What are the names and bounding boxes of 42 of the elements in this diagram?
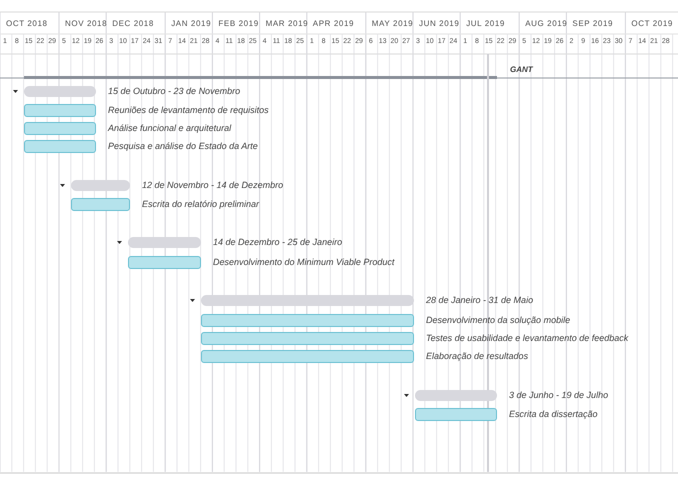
task-label: Testes de usabilidade e levantamento de feedback	[426, 333, 628, 343]
month-label: SEP 2019	[572, 19, 614, 28]
task-label: Escrita do relatório preliminar	[142, 199, 260, 209]
task-bar	[201, 314, 414, 327]
month-label: APR 2019	[312, 19, 354, 28]
month-label: OCT 2018	[6, 19, 48, 28]
month-label: DEC 2018	[112, 19, 154, 28]
date-range-label: 15 de Outubro - 23 de Novembro	[108, 86, 240, 96]
task-bar	[24, 122, 96, 135]
date-range-label: 14 de Dezembro - 25 de Janeiro	[213, 237, 342, 247]
month-label: FEB 2019	[218, 19, 259, 28]
task-bar	[128, 256, 201, 269]
summary-bar	[71, 180, 130, 191]
task-label: Escrita da dissertação	[509, 409, 598, 419]
task-label: Desenvolvimento do Minimum Viable Product	[213, 257, 394, 267]
task-label: Reuniões de levantamento de requisitos	[108, 105, 269, 115]
month-label: JAN 2019	[171, 19, 212, 28]
month-label: OCT 2019	[631, 19, 673, 28]
date-range-label: 28 de Janeiro - 31 de Maio	[426, 295, 534, 305]
month-label: MAY 2019	[372, 19, 414, 28]
summary-bar	[201, 295, 414, 306]
date-range-label: 3 de Junho - 19 de Julho	[509, 390, 608, 400]
task-bar	[415, 408, 497, 421]
task-bar	[24, 140, 96, 153]
summary-bar	[24, 86, 96, 97]
summary-bar	[415, 390, 497, 401]
task-bar	[201, 332, 414, 345]
chart-name: GANT	[510, 65, 533, 74]
task-label: Desenvolvimento da solução mobile	[426, 315, 570, 325]
month-label: MAR 2019	[266, 19, 308, 28]
task-bar	[24, 104, 96, 117]
month-label: JUL 2019	[466, 19, 505, 28]
month-label: JUN 2019	[419, 19, 460, 28]
month-label: AUG 2019	[525, 19, 568, 28]
task-label: Elaboração de resultados	[426, 351, 528, 361]
task-bar	[201, 350, 414, 363]
task-label: Pesquisa e análise do Estado da Arte	[108, 141, 258, 151]
summary-bar	[128, 237, 201, 248]
task-bar	[71, 198, 130, 211]
date-range-label: 12 de Novembro - 14 de Dezembro	[142, 180, 284, 190]
month-label: NOV 2018	[65, 19, 108, 28]
task-label: Análise funcional e arquitetural	[108, 123, 232, 133]
